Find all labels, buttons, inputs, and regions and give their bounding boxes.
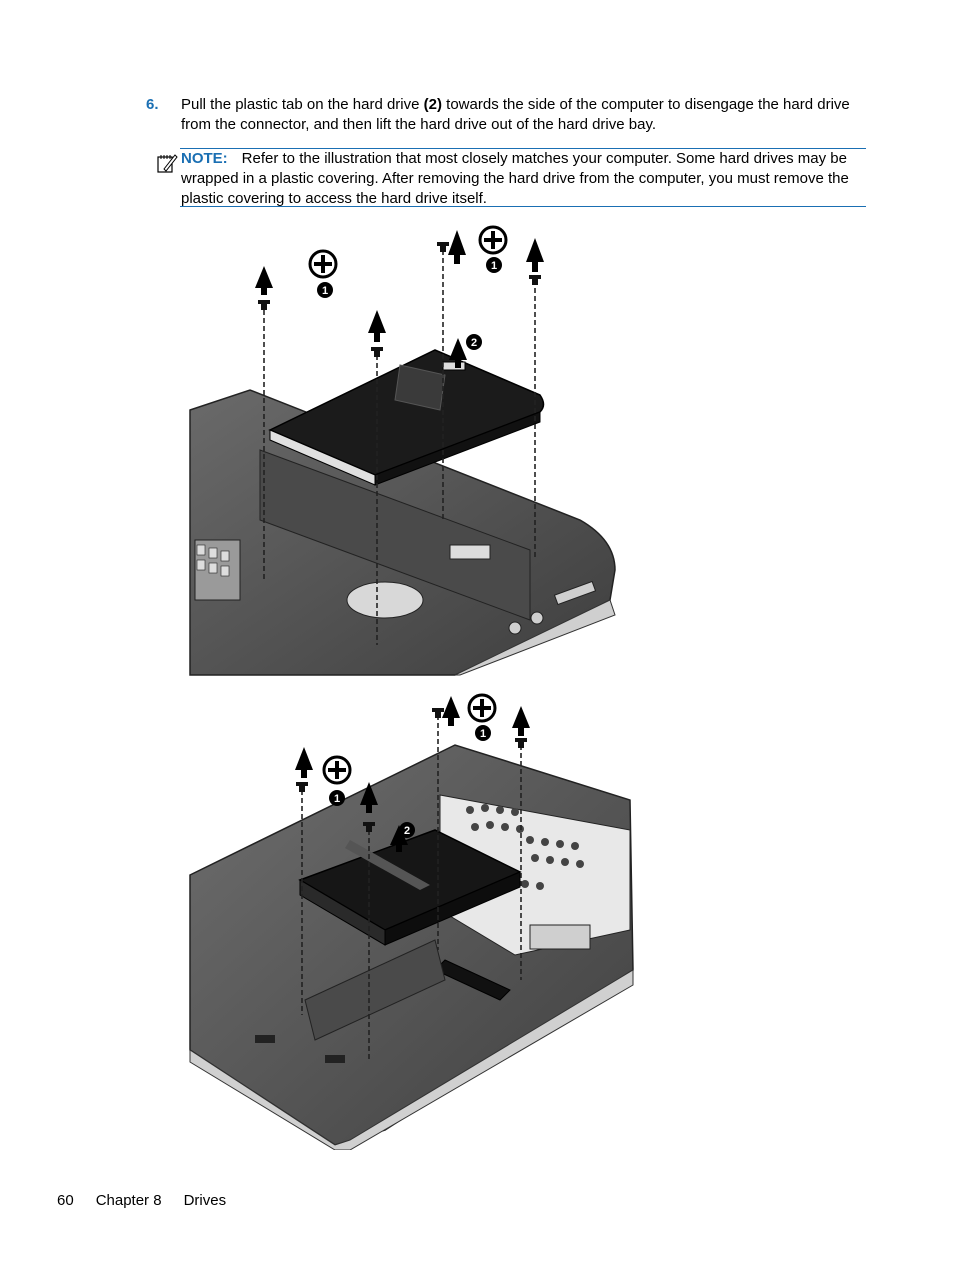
hard-drive-removal-illustration-bottom: 1 1 2: [189, 693, 634, 1150]
hard-drive-removal-illustration-top: 1 1 2: [189, 225, 616, 676]
screw-icon: [258, 242, 541, 357]
callout-2: 2: [404, 825, 410, 837]
note-label: NOTE:: [181, 150, 228, 167]
note-body: NOTE:Refer to the illustration that most…: [181, 149, 866, 209]
callout-markers: 1 1 2: [329, 725, 491, 838]
screw-paths: [301, 715, 522, 1060]
note-rule-bottom: [180, 206, 866, 207]
step-callout: (2): [423, 96, 442, 113]
hard-drive: [268, 349, 545, 486]
page-number: 60: [57, 1192, 74, 1209]
hard-drive: [298, 829, 522, 946]
phillips-screwdriver-icon: [322, 693, 497, 785]
step-text-before: Pull the plastic tab on the hard drive: [181, 96, 424, 113]
screw-paths: [263, 250, 536, 645]
note-text: Refer to the illustration that most clos…: [181, 150, 849, 207]
page-footer: 60 Chapter 8 Drives: [57, 1192, 248, 1209]
up-arrow-icon: [255, 230, 544, 368]
callout-1b: 1: [480, 728, 486, 740]
callout-1a: 1: [334, 793, 340, 805]
laptop-base: [189, 744, 634, 1150]
section-label: Drives: [183, 1192, 227, 1209]
chapter-label: Chapter 8: [95, 1192, 162, 1209]
up-arrow-icon: [295, 696, 530, 852]
step-text-after: towards the side of the computer to dise…: [181, 96, 850, 133]
laptop-base: [189, 389, 616, 676]
screw-icon: [296, 708, 527, 832]
callout-markers: 1 1 2: [317, 257, 502, 350]
phillips-screwdriver-icon: [308, 225, 508, 279]
note-pencil-icon: [157, 154, 178, 173]
callout-1a: 1: [322, 285, 328, 297]
callout-2: 2: [471, 337, 477, 349]
callout-1b: 1: [491, 260, 497, 272]
pull-tab: [345, 840, 430, 890]
step-number: 6.: [146, 96, 159, 113]
note-rule-top: [180, 148, 866, 149]
pull-tab: [442, 361, 466, 371]
step-text: Pull the plastic tab on the hard drive (…: [181, 95, 871, 135]
